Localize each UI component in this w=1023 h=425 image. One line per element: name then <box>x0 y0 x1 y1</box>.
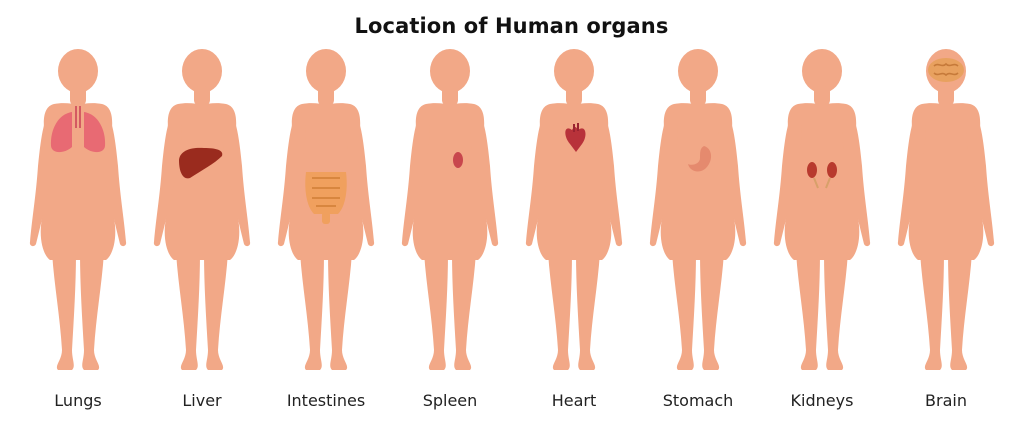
heart-icon <box>565 123 586 152</box>
figure-liver: Liver <box>140 46 264 425</box>
figure-brain: Brain <box>884 46 1008 425</box>
figure-label: Stomach <box>662 391 734 410</box>
figure-label: Heart <box>551 391 597 410</box>
figure-label: Brain <box>925 391 967 410</box>
figures-row: Lungs Liver Intestines Spleen Heart <box>16 46 1008 425</box>
figure-label: Kidneys <box>790 391 854 410</box>
figure-label: Lungs <box>54 391 102 410</box>
figure-label: Spleen <box>422 391 478 410</box>
figure-heart: Heart <box>512 46 636 425</box>
stomach-icon <box>688 146 712 172</box>
liver-icon <box>179 147 223 179</box>
figure-intestines: Intestines <box>264 46 388 425</box>
kidneys-icon <box>807 162 837 189</box>
brain-icon <box>928 58 964 82</box>
lungs-icon <box>50 106 106 153</box>
figure-spleen: Spleen <box>388 46 512 425</box>
intestines-icon <box>305 172 347 224</box>
spleen-icon <box>453 152 463 168</box>
figure-label: Liver <box>182 391 222 410</box>
figure-lungs: Lungs <box>16 46 140 425</box>
figure-label: Intestines <box>286 391 366 410</box>
figure-stomach: Stomach <box>636 46 760 425</box>
figure-kidneys: Kidneys <box>760 46 884 425</box>
diagram-title: Location of Human organs <box>354 14 669 38</box>
